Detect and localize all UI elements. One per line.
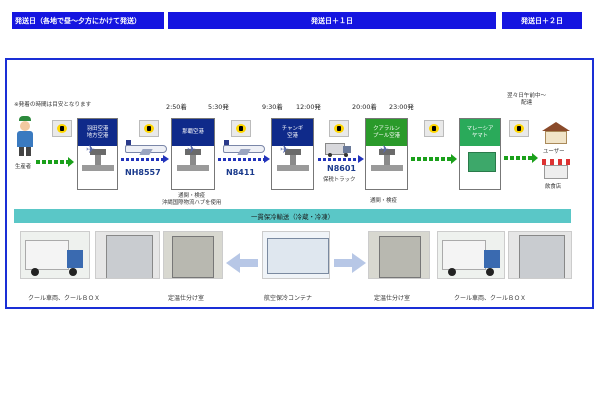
time-2-50: 2:50着 bbox=[166, 103, 187, 111]
cool-truck-photo bbox=[437, 231, 505, 279]
cool-truck-photo bbox=[20, 231, 90, 279]
airplane-icon: ✈ bbox=[280, 143, 290, 156]
cool-box-photo bbox=[95, 231, 160, 279]
arrow-naha-to-changi bbox=[218, 155, 270, 163]
header-day1: 発送日（各地で昼～夕方にかけて発送） bbox=[12, 12, 164, 29]
user-label: ユーザー bbox=[543, 149, 565, 155]
header-day2: 発送日＋１日 bbox=[168, 12, 496, 29]
flight-nh8557: NH8557 bbox=[125, 168, 161, 177]
time-12-00: 12:00発 bbox=[296, 103, 321, 111]
sorting-room-photo bbox=[163, 231, 223, 279]
arrow-kl-to-yamato bbox=[411, 154, 457, 164]
package-icon bbox=[329, 120, 349, 137]
warehouse-icon bbox=[468, 152, 496, 172]
package-icon bbox=[424, 120, 444, 137]
label-cool-vehicle: クール車両、クールＢＯＸ bbox=[28, 295, 101, 302]
restaurant-label: 飲食店 bbox=[545, 184, 562, 190]
label-cool-vehicle: クール車両、クールＢＯＸ bbox=[454, 295, 527, 302]
hub-haneda: 羽田空港 地方空港 bbox=[77, 118, 118, 190]
label-sorting-room: 定温仕分け室 bbox=[168, 295, 205, 302]
hub-malaysia-yamato: マレーシア ヤマト bbox=[459, 118, 501, 190]
cold-chain-title: 一貫保冷輸送（冷蔵・冷凍） bbox=[14, 209, 571, 223]
air-container-photo bbox=[262, 231, 330, 279]
time-5-30: 5:30発 bbox=[208, 103, 229, 111]
naha-caption: 通関・検疫 沖縄国際物流ハブを使用 bbox=[162, 193, 222, 206]
label-sorting-room: 定温仕分け室 bbox=[374, 295, 411, 302]
flight-n8601: N8601 bbox=[327, 164, 356, 173]
arrow-haneda-to-naha bbox=[121, 155, 169, 163]
arrow-producer-to-haneda bbox=[36, 157, 74, 167]
time-9-30: 9:30着 bbox=[262, 103, 283, 111]
bonded-truck-label: 保税トラック bbox=[323, 177, 356, 183]
person-icon bbox=[16, 116, 34, 156]
package-icon bbox=[509, 120, 529, 137]
airplane-icon: ✈ bbox=[86, 143, 96, 156]
arrow-changi-to-kl bbox=[318, 155, 364, 163]
header-day3: 発送日＋２日 bbox=[502, 12, 582, 29]
hub-changi: チャンギ 空港 bbox=[271, 118, 314, 190]
producer-label: 生産者 bbox=[15, 164, 32, 170]
arrow-right-shaft bbox=[334, 259, 352, 267]
time-23-00: 23:00発 bbox=[389, 103, 414, 111]
hub-naha: 那覇空港 bbox=[171, 118, 215, 190]
flight-n8411: N8411 bbox=[226, 168, 255, 177]
delivery-note: 翌々日午前中～ 配達 bbox=[507, 93, 547, 106]
hub-kuala-lumpur: クアラルン プール空港 bbox=[365, 118, 408, 190]
package-icon bbox=[139, 120, 159, 137]
timing-note: ※発着の時間は目安となります bbox=[14, 102, 92, 108]
arrow-yamato-to-user bbox=[504, 153, 538, 163]
arrow-left-icon bbox=[226, 253, 240, 273]
package-icon bbox=[231, 120, 251, 137]
package-icon bbox=[52, 120, 72, 137]
shop-icon bbox=[542, 159, 570, 179]
airplane-icon: ✈ bbox=[187, 143, 197, 156]
label-air-container: 航空保冷コンテナ bbox=[264, 295, 313, 302]
airplane-icon bbox=[223, 140, 265, 156]
airplane-icon bbox=[125, 140, 167, 156]
arrow-right-icon bbox=[352, 253, 366, 273]
truck-icon bbox=[325, 143, 351, 157]
sorting-room-photo bbox=[368, 231, 430, 279]
arrow-left-shaft bbox=[240, 259, 258, 267]
airplane-icon: ✈ bbox=[380, 143, 390, 156]
house-icon bbox=[542, 122, 570, 144]
cool-box-photo bbox=[508, 231, 572, 279]
time-20-00: 20:00着 bbox=[352, 103, 377, 111]
kl-caption: 通関・検疫 bbox=[370, 198, 397, 204]
